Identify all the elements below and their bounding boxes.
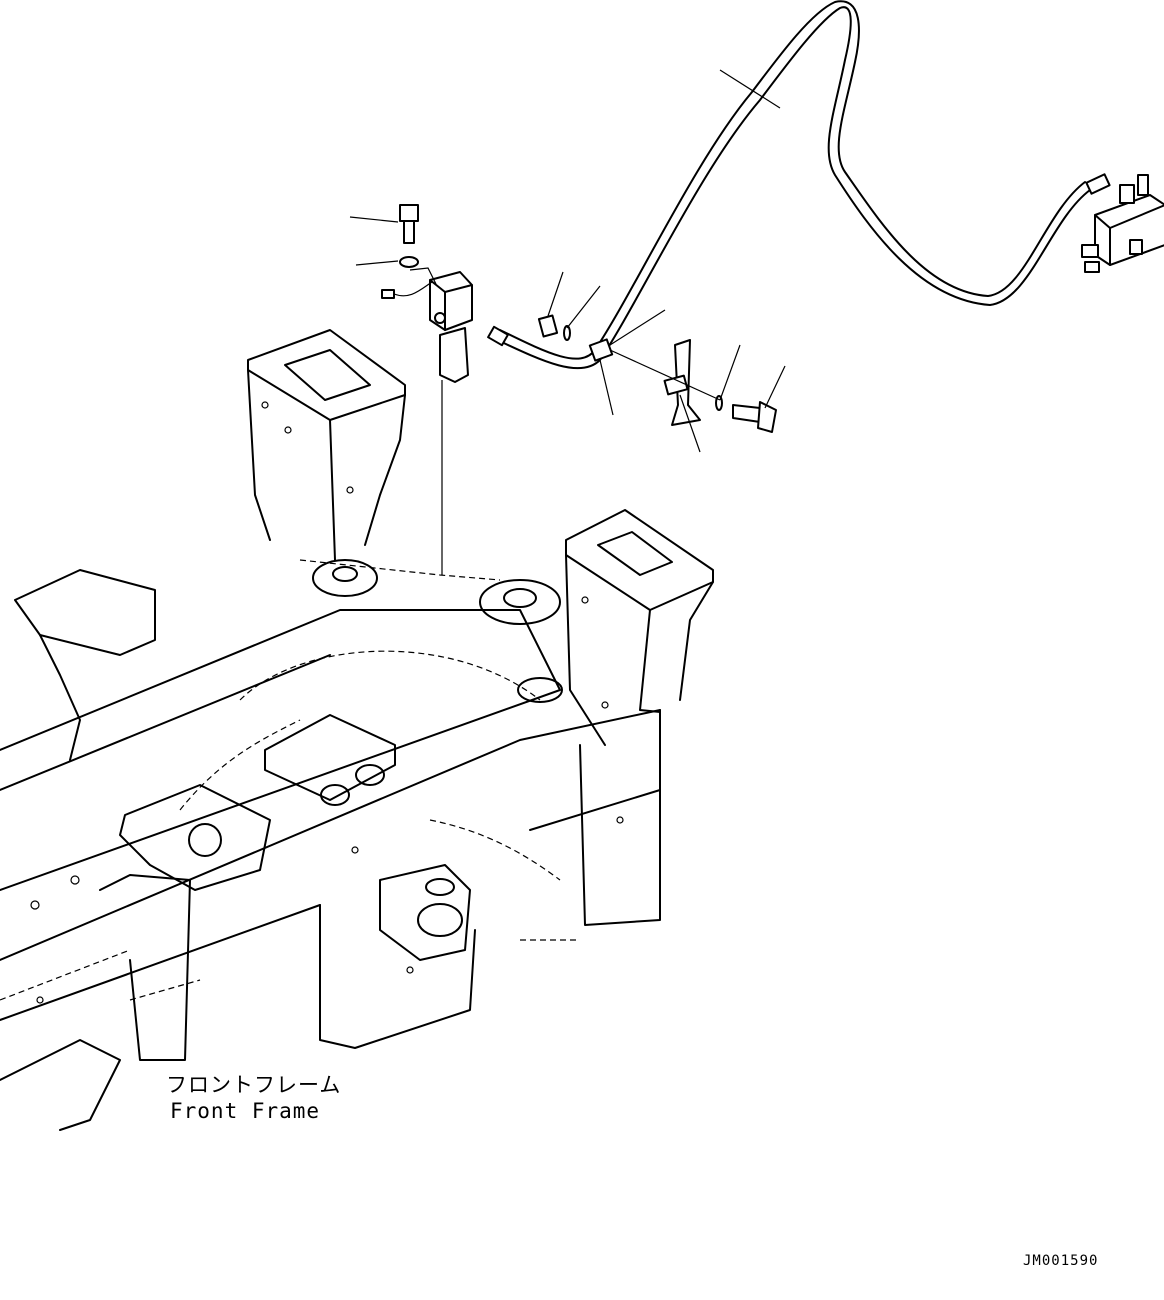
bolt-upper (399, 204, 419, 244)
valve-assembly-right (1081, 174, 1164, 273)
frame-label-jp: フロントフレーム (166, 1073, 342, 1097)
leader-line (355, 260, 399, 266)
front-frame (0, 329, 714, 1131)
washer-upper (399, 256, 419, 268)
valve-bracket-left (381, 267, 473, 383)
leader-line (349, 216, 399, 223)
frame-label-en: Front Frame (170, 1099, 321, 1123)
clamp-parts (537, 314, 777, 433)
hose-assembly (487, 0, 1111, 370)
leader-lines (441, 69, 786, 575)
drawing-code: JM001590 (1023, 1253, 1099, 1269)
